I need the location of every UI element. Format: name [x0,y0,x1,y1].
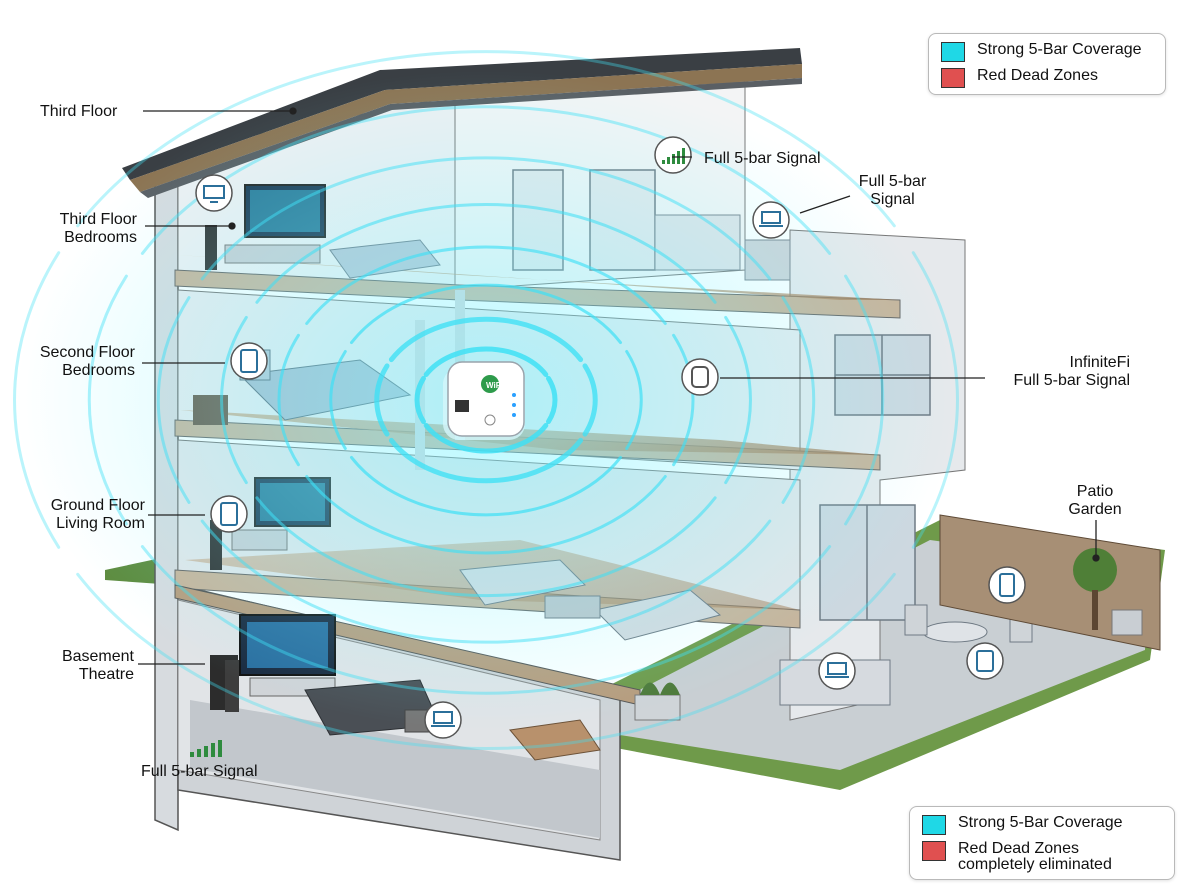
legend-text: Red Dead Zones [958,840,1079,857]
legend-swatch-coverage [922,815,946,835]
full-signal-right-label: Full 5-bar Signal [858,173,927,208]
wifi-wave-arc [220,315,248,485]
infinitefi-label: InfiniteFi Full 5-bar Signal [1013,354,1131,389]
laptop-badge-icon [752,201,790,239]
wifi-wave-arc [76,50,896,228]
wifi-wave-arc [200,519,772,644]
legend-swatch-coverage [941,42,965,62]
wifi-wave-arc [423,423,549,454]
phone-badge-icon [988,566,1026,604]
wifi-wave-arc [305,475,667,555]
legend-bottom: Strong 5-Bar Coverage Red Dead Zones com… [909,806,1175,880]
third-floor-bedrooms-label: Third Floor Bedrooms [59,211,137,246]
ground-floor-living-room-label: Ground Floor Living Room [50,497,145,532]
legend-text: Strong 5-Bar Coverage [977,41,1142,58]
wifi-wave-arc [546,375,558,425]
callout-lines [138,107,1100,665]
third-floor-label: Third Floor [40,103,118,120]
legend-item: Strong 5-Bar Coverage [941,42,1153,62]
wifi-wave-arc [277,333,300,467]
wifi-wave-arc [781,296,816,504]
tablet-badge-icon [210,495,248,533]
laptop-badge-icon [818,652,856,690]
wifi-wave-arc [156,296,191,504]
wifi-wave-arc [724,315,752,485]
wifi-wave-arc [13,251,61,549]
wifi-wave-arc [672,333,695,467]
legend-item: Red Dead Zones [941,68,1153,88]
extender-badge-icon [681,358,719,396]
laptop-badge-icon [424,701,462,739]
wifi-wave-arc [255,203,717,304]
legend-swatch-dead-zone [922,841,946,861]
wifi-wave-arc [329,350,347,450]
signal-bars-badge-icon [654,136,692,174]
wifi-wave-arc [414,375,426,425]
tablet-badge-icon [966,642,1004,680]
wifi-wave-arc [350,283,622,345]
legend-item: Red Dead Zones completely eliminated [922,841,1162,873]
wifi-wave-arc [374,363,390,437]
wifi-wave-arc [87,274,128,526]
wifi-wave-arc [350,455,622,517]
wifi-wave-arc [140,545,832,695]
basement-theatre-label: Basement Theatre [61,648,134,683]
signal-bars-icon [190,740,222,757]
device-badges [195,136,1026,739]
second-floor-bedrooms-label: Second Floor Bedrooms [39,344,135,379]
patio-garden-label: Patio Garden [1068,483,1122,518]
legend-text: completely eliminated [958,856,1112,873]
full-signal-bottom-label: Full 5-bar Signal [141,763,258,780]
extender-brand-text: WiFi [486,381,503,390]
wifi-wave-arc [844,274,885,526]
wifi-wave-arc [305,245,667,325]
tv-badge-icon [195,174,233,212]
wifi-wave-arc [423,346,549,377]
tablet-badge-icon [230,342,268,380]
wifi-wave-arc [76,572,896,750]
legend-text: Red Dead Zones [977,67,1098,84]
wifi-wave-arc [388,316,584,363]
legend-swatch-dead-zone [941,68,965,88]
legend-top: Strong 5-Bar Coverage Red Dead Zones [928,33,1166,95]
wifi-wave-arc [911,251,959,549]
wifi-wave-arc [200,156,772,281]
legend-item: Strong 5-Bar Coverage [922,815,1162,835]
wifi-wave-arc [625,350,643,450]
legend-text: Strong 5-Bar Coverage [958,814,1123,831]
wifi-wave-arc [255,496,717,598]
wifi-wave-arc [388,437,584,484]
wifi-wave-arc [582,363,598,437]
full-signal-top-label: Full 5-bar Signal [704,150,821,167]
wifi-extender-device: WiFi [443,361,525,440]
